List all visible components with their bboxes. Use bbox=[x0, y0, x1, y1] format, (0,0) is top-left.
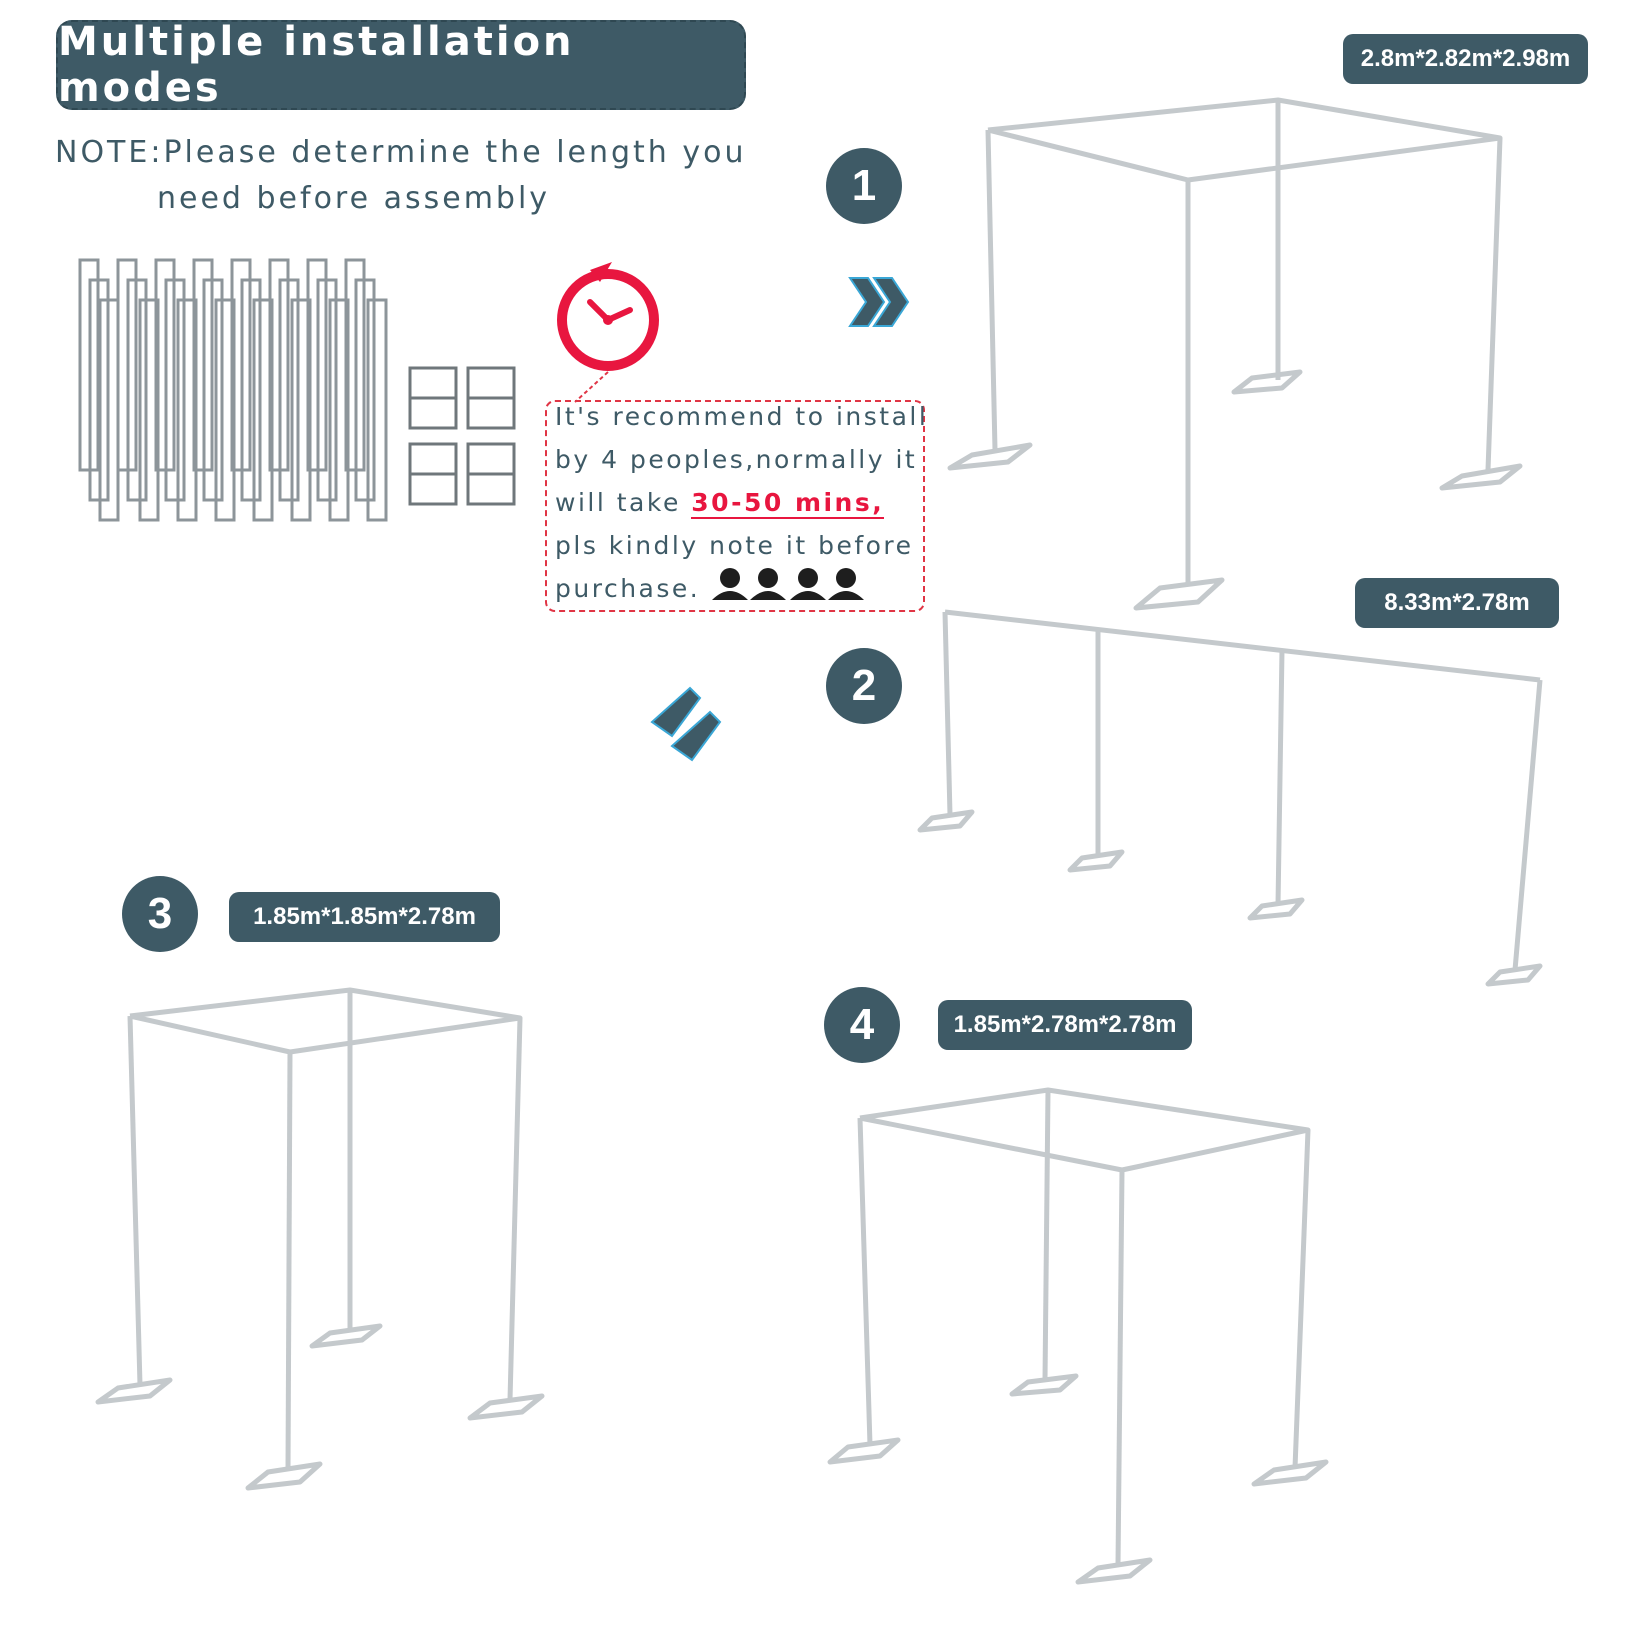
install-time-highlight: 30-50 mins, bbox=[691, 488, 885, 519]
clock-icon bbox=[557, 262, 659, 403]
mode-3-number: 3 bbox=[122, 876, 198, 952]
install-tip-box bbox=[545, 400, 925, 612]
mode-3-size-label: 1.85m*1.85m*2.78m bbox=[229, 892, 500, 942]
note-line-1: NOTE:Please determine the length you bbox=[55, 135, 747, 170]
tip-line-1: It's recommend to install bbox=[555, 402, 929, 431]
mode-1-size-label: 2.8m*2.82m*2.98m bbox=[1343, 34, 1588, 84]
people-icon bbox=[712, 568, 864, 600]
chevron-double-right-icon bbox=[848, 277, 910, 327]
frame-mode-1-image bbox=[947, 97, 1523, 611]
tip-line-3-prefix: will take bbox=[555, 488, 692, 517]
note-text: NOTE:Please determine the length you nee… bbox=[55, 130, 775, 222]
frame-mode-3-image bbox=[95, 987, 545, 1491]
tip-line-4: pls kindly note it before bbox=[555, 531, 914, 560]
mode-2-size-label: 8.33m*2.78m bbox=[1355, 578, 1559, 628]
tip-line-3: will take 30-50 mins, bbox=[555, 481, 935, 524]
mode-4-number: 4 bbox=[824, 987, 900, 1063]
mode-4-size-label: 1.85m*2.78m*2.78m bbox=[938, 1000, 1192, 1050]
mode-2-number: 2 bbox=[826, 648, 902, 724]
frame-mode-2-image bbox=[917, 609, 1543, 987]
note-line-2: need before assembly bbox=[157, 181, 551, 216]
parts-bundle-image bbox=[78, 258, 388, 522]
page-title-banner: Multiple installation modes bbox=[56, 19, 746, 111]
install-tip-text: It's recommend to install by 4 peoples,n… bbox=[555, 395, 935, 610]
parts-squares-image bbox=[408, 366, 516, 506]
tip-line-2: by 4 peoples,normally it bbox=[555, 445, 918, 474]
chevron-double-down-icon bbox=[650, 686, 722, 762]
mode-1-number: 1 bbox=[826, 148, 902, 224]
frame-mode-4-image bbox=[827, 1087, 1329, 1585]
page-title: Multiple installation modes bbox=[58, 19, 575, 111]
tip-line-5: purchase. bbox=[555, 574, 701, 603]
